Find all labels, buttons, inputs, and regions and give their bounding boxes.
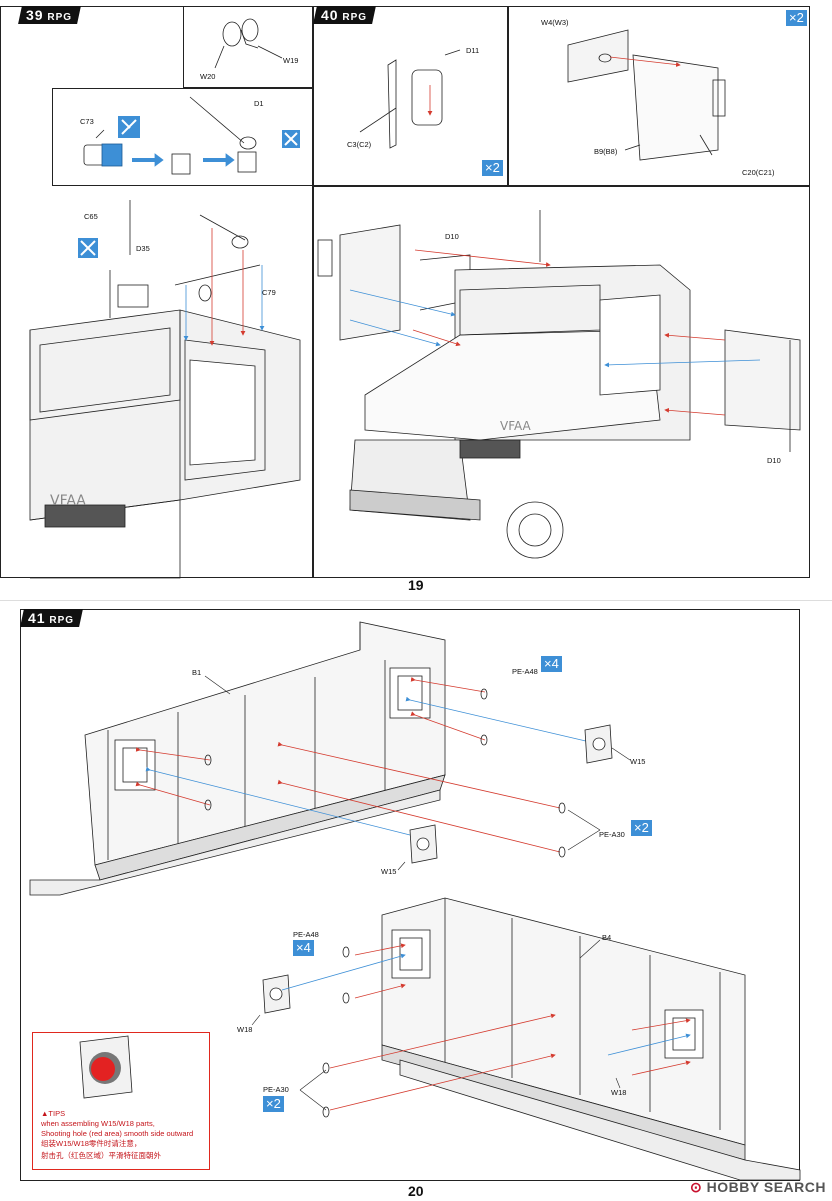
truck-cab-step-40: VFAA (317, 210, 801, 559)
part-label-pe-a48-bottom: PE-A48 (293, 930, 319, 939)
part-label-d11: D11 (466, 46, 480, 55)
part-label-b9: B9(B8) (594, 147, 618, 156)
part-label-pe-a48-top: PE-A48 (512, 667, 538, 676)
svg-text:VFAA: VFAA (500, 419, 532, 433)
quantity-badge-x2-right: ×2 (786, 10, 807, 26)
step-40-main-box (313, 186, 810, 578)
step-39-frame (0, 6, 313, 578)
part-label-pe-a30-bottom: PE-A30 (263, 1085, 289, 1094)
watermark-prefix: HOBBY (706, 1179, 760, 1195)
part-label-w15-bottom: W15 (381, 867, 397, 876)
brand-logo: RPG (49, 615, 75, 626)
part-label-w4: W4(W3) (541, 18, 569, 27)
step-40-left-box (313, 6, 508, 186)
part-label-w18-right: W18 (611, 1088, 627, 1097)
watermark: ⊙ HOBBY SEARCH (690, 1179, 826, 1196)
quantity-badge-x4-top: ×4 (541, 656, 562, 672)
page-19-drawings: VFAA (29, 18, 801, 579)
part-label-c65: C65 (84, 212, 98, 221)
part-label-w20: W20 (200, 72, 216, 81)
page-number-20: 20 (408, 1183, 424, 1199)
svg-text:VFAA: VFAA (50, 493, 86, 509)
part-label-c20: C20(C21) (742, 168, 775, 177)
part-label-c3: C3(C2) (347, 140, 372, 149)
step-40-right-box (508, 6, 810, 186)
quantity-badge-x2-bottom: ×2 (263, 1096, 284, 1112)
antenna-subassembly (83, 96, 257, 175)
part-label-d35: D35 (136, 244, 150, 253)
tips-box: ▲TIPS when assembling W15/W18 parts, Sho… (32, 1032, 210, 1170)
part-label-w15-top: W15 (630, 757, 646, 766)
door-part-w4-b9 (567, 29, 726, 161)
tips-line-4: 射击孔（红色区域）平滑特征面朝外 (41, 1151, 161, 1160)
tips-title: ▲TIPS (41, 1109, 66, 1118)
quantity-badge-x4-bottom: ×4 (293, 940, 314, 956)
part-label-d1: D1 (254, 99, 264, 108)
quantity-badge-x2-top: ×2 (631, 820, 652, 836)
tips-line-2: Shooting hole (red area) smooth side out… (41, 1129, 194, 1138)
step-41-badge: 41 RPG (20, 609, 84, 627)
part-label-c73: C73 (80, 117, 94, 126)
part-label-d10-left: D10 (445, 232, 459, 241)
mirror-part-w20-w19 (214, 18, 283, 69)
watermark-logo-icon: ⊙ (690, 1179, 703, 1195)
mirror-part-d11-c3 (359, 49, 461, 149)
tips-line-3: 组装W15/W18零件时请注意， (41, 1139, 142, 1148)
part-label-pe-a30-top: PE-A30 (599, 830, 625, 839)
part-label-c79: C79 (262, 288, 276, 297)
page-number-19: 19 (408, 577, 424, 593)
part-label-w19: W19 (283, 56, 299, 65)
part-label-b4: B4 (602, 933, 612, 942)
step-39-subassembly-box (52, 88, 313, 186)
part-label-b1: B1 (192, 668, 202, 677)
page-19: 39 RPG 40 RPG (0, 0, 832, 593)
truck-cab-step-39: VFAA (29, 200, 301, 579)
quantity-badge-x2-left: ×2 (482, 160, 503, 176)
part-label-d10-right: D10 (767, 456, 781, 465)
cut-mark-icon (78, 116, 300, 258)
tips-line-1: when assembling W15/W18 parts, (41, 1119, 155, 1128)
part-label-w18-left: W18 (237, 1025, 253, 1034)
step-41-number: 41 (28, 610, 46, 626)
watermark-suffix: SEARCH (763, 1179, 826, 1195)
step-41-frame (20, 609, 800, 1181)
step-39-top-right-box (183, 6, 313, 88)
